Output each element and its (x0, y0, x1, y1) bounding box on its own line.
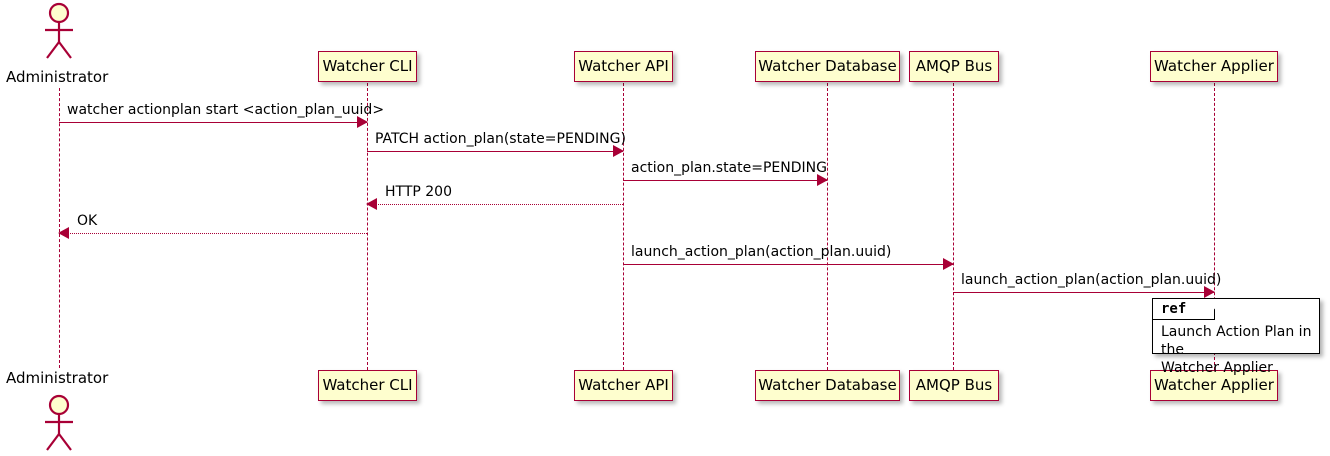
arrowhead-left-icon (366, 198, 377, 210)
lifeline-amqp-bus (953, 83, 954, 370)
message-label: HTTP 200 (385, 184, 452, 200)
lifeline-watcher-database (827, 83, 828, 370)
participant-amqp-bus-bottom[interactable]: AMQP Bus (909, 370, 999, 401)
message-label: launch_action_plan(action_plan.uuid) (631, 244, 892, 260)
message-label: action_plan.state=PENDING (631, 160, 827, 176)
arrowhead-right-icon (817, 174, 828, 186)
lifeline-watcher-api (623, 83, 624, 370)
message-line (367, 204, 623, 205)
lifeline-watcher-cli (367, 83, 368, 370)
ref-fragment-launch-action-plan[interactable]: ref Launch Action Plan in the Watcher Ap… (1152, 298, 1320, 376)
ref-fragment-text-line2: Watcher Applier (1161, 360, 1273, 376)
message-line (623, 264, 953, 265)
arrowhead-left-icon (58, 227, 69, 239)
stick-figure-icon (45, 2, 73, 59)
message-line (367, 151, 623, 152)
arrowhead-right-icon (613, 145, 624, 157)
arrowhead-right-icon (943, 258, 954, 270)
message-label: launch_action_plan(action_plan.uuid) (961, 272, 1222, 288)
actor-label-administrator-bottom: Administrator (6, 369, 109, 387)
participant-watcher-cli-top[interactable]: Watcher CLI (318, 51, 417, 82)
message-line (953, 292, 1214, 293)
message-line (59, 122, 367, 123)
ref-fragment-text: Launch Action Plan in the Watcher Applie… (1153, 321, 1319, 377)
participant-watcher-cli-bottom[interactable]: Watcher CLI (318, 370, 417, 401)
ref-fragment-text-line1: Launch Action Plan in the (1161, 324, 1312, 358)
participant-amqp-bus-top[interactable]: AMQP Bus (909, 51, 999, 82)
participant-watcher-api-bottom[interactable]: Watcher API (574, 370, 673, 401)
arrowhead-right-icon (357, 116, 368, 128)
actor-administrator-bottom (40, 394, 80, 452)
message-line (623, 180, 827, 181)
lifeline-watcher-applier (1214, 83, 1215, 370)
participant-watcher-database-top[interactable]: Watcher Database (755, 51, 900, 82)
message-label: OK (77, 213, 98, 229)
arrowhead-right-icon (1204, 286, 1215, 298)
participant-watcher-database-bottom[interactable]: Watcher Database (755, 370, 900, 401)
message-label: PATCH action_plan(state=PENDING) (375, 131, 626, 147)
ref-keyword-tab: ref (1153, 299, 1215, 320)
participant-watcher-applier-bottom[interactable]: Watcher Applier (1150, 370, 1278, 401)
stick-figure-icon (45, 394, 73, 451)
participant-watcher-api-top[interactable]: Watcher API (574, 51, 673, 82)
participant-watcher-applier-top[interactable]: Watcher Applier (1150, 51, 1278, 82)
message-label: watcher actionplan start <action_plan_uu… (67, 102, 385, 118)
message-line (59, 233, 367, 234)
actor-label-administrator-top: Administrator (6, 68, 109, 86)
actor-administrator-top (40, 2, 80, 60)
